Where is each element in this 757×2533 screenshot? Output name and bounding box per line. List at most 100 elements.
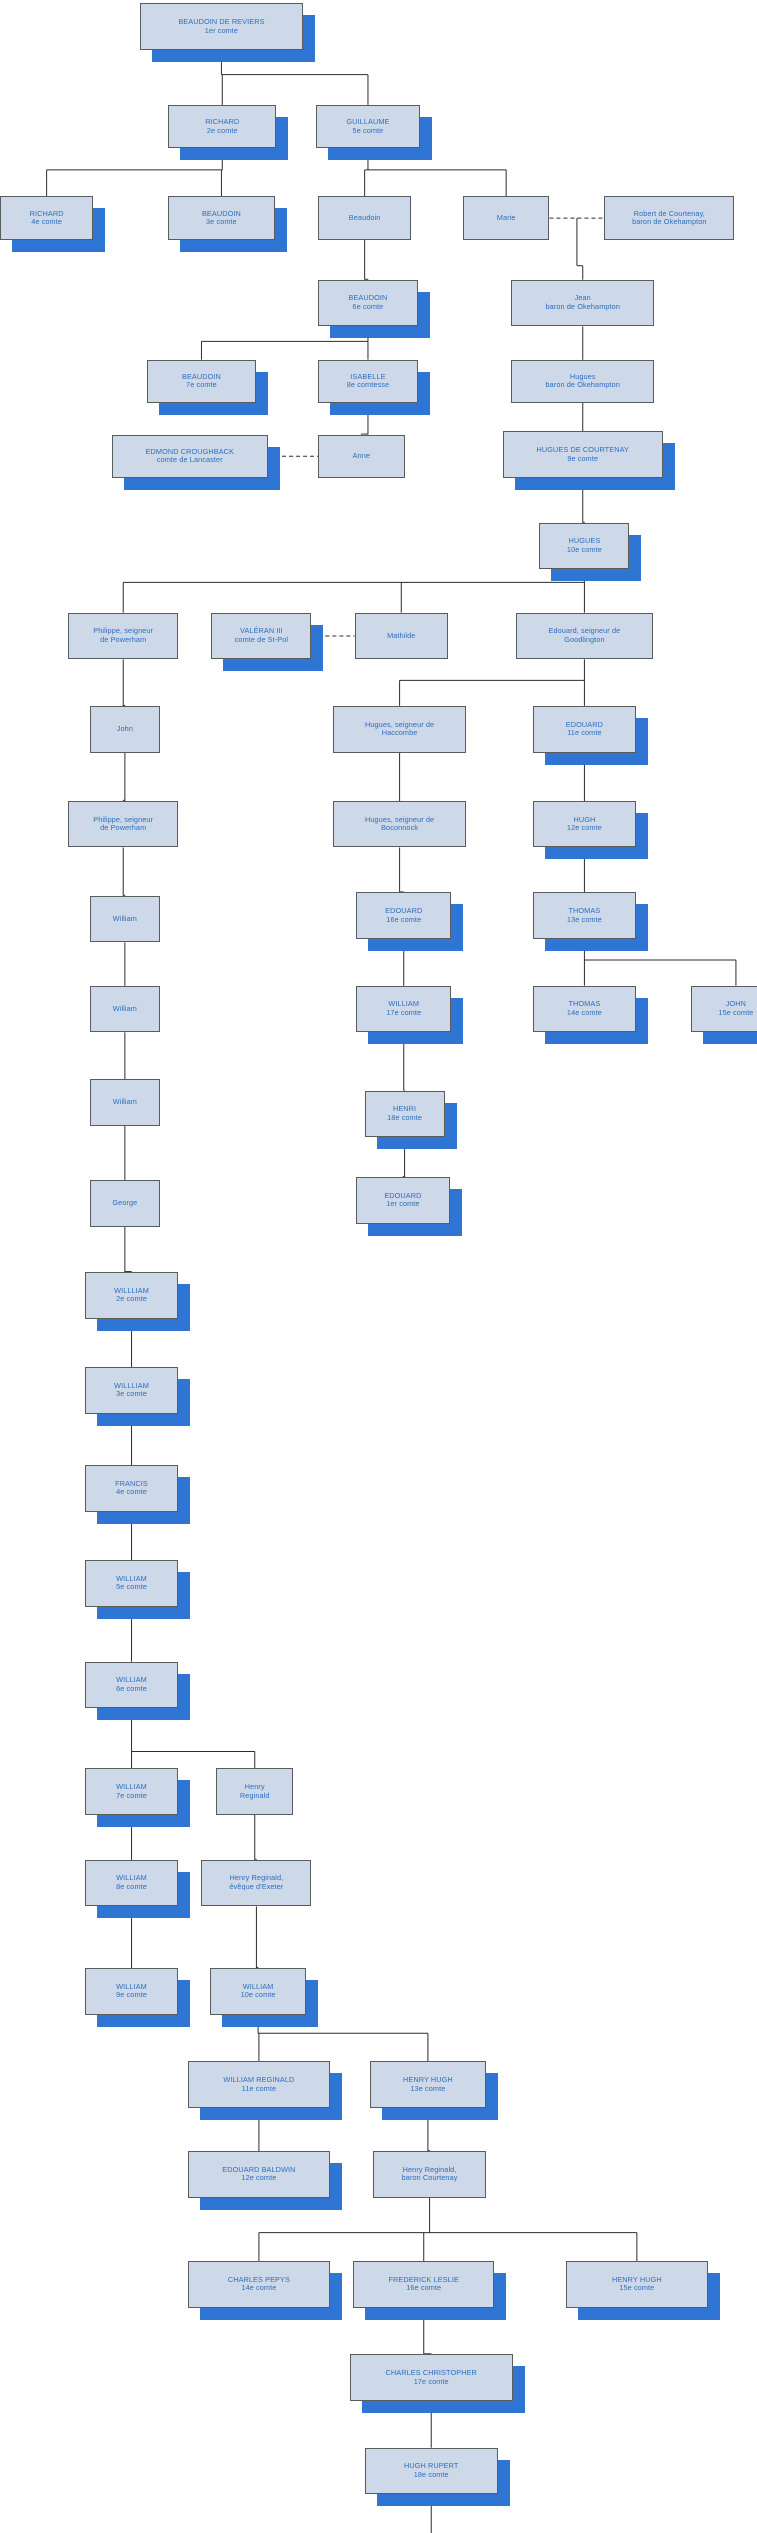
person-title: baron de Okehampton [632,217,707,227]
person-title: 5e comte [352,125,384,135]
person-name: Hugues, seigneur de [364,719,435,729]
person-name: HENRY HUGH [403,2074,453,2084]
person-name: JOHN [725,999,747,1009]
person-title: 5e comte [116,1582,147,1592]
person-name: Mathilde [387,630,416,640]
person-title: 17e comte [386,1007,422,1017]
person-name: William [112,913,137,923]
person-title: 15e comte [619,2283,655,2293]
person-node[interactable]: George [89,1180,160,1228]
person-title: 15e comte [718,1007,754,1017]
person-node[interactable]: Anne [318,434,405,478]
person-node[interactable]: William [89,895,160,943]
person-node[interactable]: Henry Reginald,évêque d'Exeter [201,1859,312,1907]
person-title: 7e comte [116,1790,147,1800]
person-name: WILLLIAM [114,1380,149,1390]
person-name: Edouard, seigneur de [548,626,621,636]
person-name: EDOUARD [565,719,603,729]
person-node[interactable]: Beaudoin [318,196,412,240]
person-name: HUGUES DE COURTENAY [536,444,629,454]
person-title: 1er comte [386,1199,420,1209]
person-title: Boconnock [381,823,419,833]
person-title: 11e comte [241,2083,277,2093]
person-node[interactable]: Robert de Courtenay,baron de Okehampton [604,196,735,240]
person-name: WILLIAM [116,1573,147,1583]
person-name: Philippe, seigneur [93,814,154,824]
person-name: HENRY HUGH [611,2274,662,2284]
person-name: Anne [352,450,371,460]
person-title: 16e comte [406,2283,442,2293]
person-node[interactable]: William [89,985,160,1033]
person-name: Henry Reginald, [229,1873,284,1883]
person-name: BEAUDOIN [348,293,388,303]
person-title: Haccombe [381,728,418,738]
person-node[interactable]: Mathilde [354,612,448,660]
person-node[interactable]: Marie [462,196,550,240]
person-node[interactable]: John [89,705,160,753]
person-title: 2e comte [206,125,238,135]
person-name: THOMAS [568,999,601,1009]
person-title: 1er comte [204,25,239,35]
person-name: Robert de Courtenay, [633,208,705,218]
person-name: WILLIAM [116,1981,147,1991]
person-name: HUGUES [568,536,601,546]
person-name: George [112,1198,138,1208]
person-title: 9e comte [567,453,599,463]
person-name: GUILLAUME [346,116,390,126]
person-title: baron de Okehampton [545,302,620,312]
person-node[interactable]: Henry Reginald,baron Courtenay [372,2151,487,2198]
person-name: WILLIAM [116,1675,147,1685]
person-name: William [112,1096,137,1106]
person-name: Hugues [569,371,596,381]
person-name: VALÉRAN III [240,626,283,636]
person-node[interactable]: William [89,1078,160,1126]
person-title: 12e comte [241,2173,277,2183]
